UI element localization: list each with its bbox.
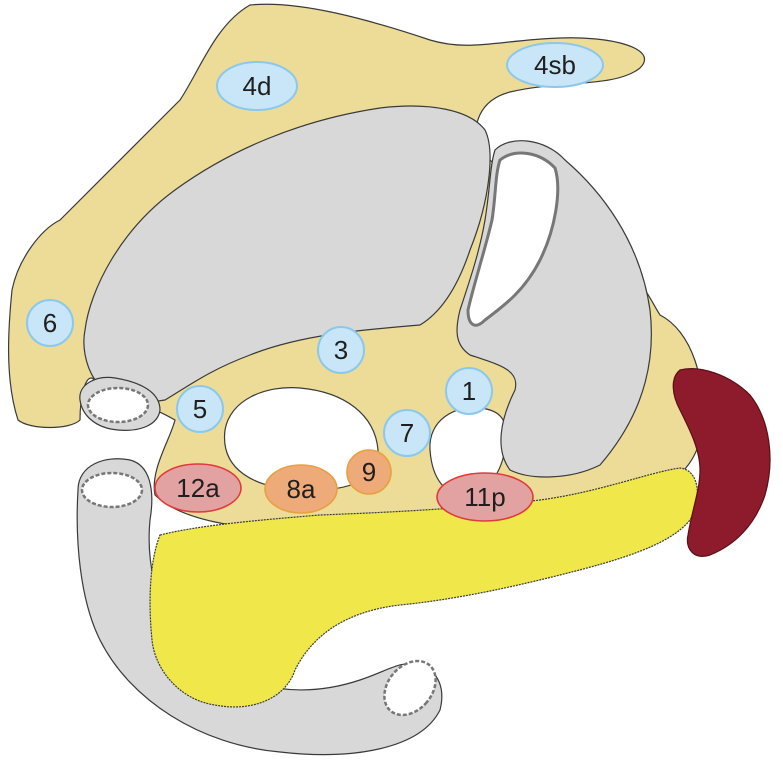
node-12a-label: 12a xyxy=(176,473,220,503)
node-9-label: 9 xyxy=(362,457,376,487)
node-12a: 12a xyxy=(154,463,242,513)
node-4sb-label: 4sb xyxy=(534,50,576,80)
node-6-label: 6 xyxy=(43,308,57,338)
node-7: 7 xyxy=(383,409,431,457)
node-4d-label: 4d xyxy=(243,71,272,101)
node-7-label: 7 xyxy=(400,418,414,448)
node-1-label: 1 xyxy=(462,376,476,406)
node-8a-label: 8a xyxy=(287,474,316,504)
fundus-lumen xyxy=(466,151,560,327)
node-11p-label: 11p xyxy=(464,482,505,512)
node-1: 1 xyxy=(445,367,493,415)
node-9: 9 xyxy=(346,449,392,495)
spleen xyxy=(672,368,771,557)
node-4d: 4d xyxy=(216,61,298,111)
node-8a: 8a xyxy=(264,464,338,514)
lesser-sac-opening xyxy=(223,387,379,491)
duodenum-top-lumen xyxy=(80,471,144,509)
node-5-label: 5 xyxy=(193,394,207,424)
node-11p: 11p xyxy=(436,472,534,522)
node-3: 3 xyxy=(317,326,365,374)
node-3-label: 3 xyxy=(334,335,348,365)
jejunum-lumen xyxy=(383,659,437,717)
pancreas xyxy=(149,467,698,708)
pylorus-lumen xyxy=(86,386,150,424)
node-6: 6 xyxy=(26,299,74,347)
node-4sb: 4sb xyxy=(506,42,604,88)
node-5: 5 xyxy=(176,385,224,433)
stomach xyxy=(83,105,491,402)
